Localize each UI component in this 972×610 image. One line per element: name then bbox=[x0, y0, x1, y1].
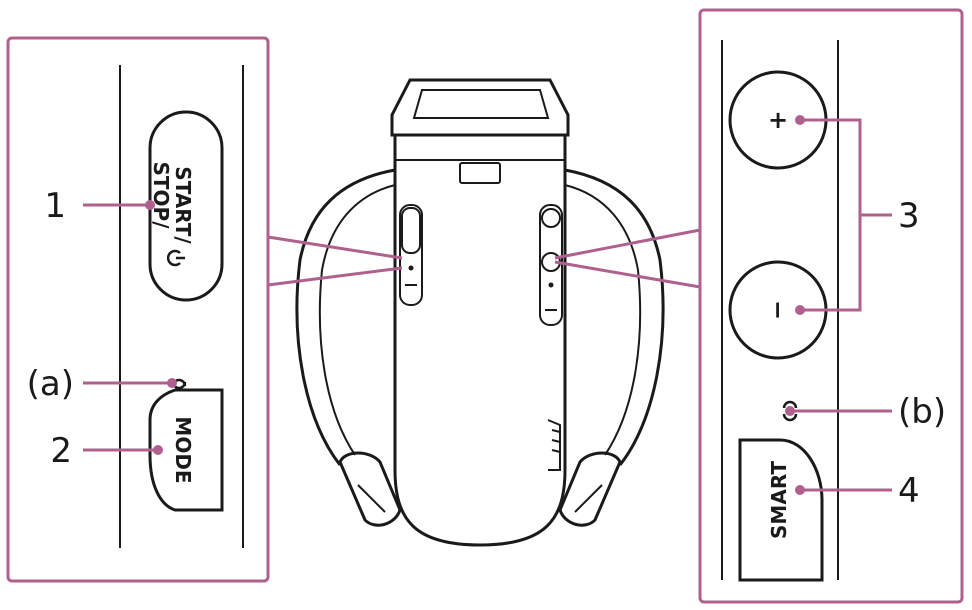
start-stop-button[interactable]: START/ STOP/ bbox=[148, 110, 224, 302]
callout-3: 3 bbox=[898, 196, 920, 236]
callout-a: (a) bbox=[27, 364, 74, 404]
mode-label: MODE bbox=[171, 416, 195, 483]
callout-2: 2 bbox=[50, 431, 72, 471]
callout-1: 1 bbox=[44, 186, 66, 226]
right-zoom-panel: + − SMART bbox=[698, 8, 964, 604]
callout-4: 4 bbox=[898, 471, 920, 511]
right-leader-lines bbox=[785, 115, 892, 495]
smart-label: SMART bbox=[767, 461, 791, 539]
smart-button[interactable]: SMART bbox=[738, 438, 824, 582]
power-icon bbox=[166, 249, 185, 267]
callout-b: (b) bbox=[898, 392, 946, 432]
start-stop-label-line2: STOP/ bbox=[149, 161, 173, 229]
minus-label: − bbox=[764, 300, 792, 320]
start-stop-label-line1: START/ bbox=[171, 166, 195, 244]
plus-label: + bbox=[768, 106, 788, 134]
left-zoom-panel: START/ STOP/ MODE bbox=[6, 36, 270, 583]
left-leader-lines bbox=[83, 200, 177, 455]
indicator-b bbox=[782, 400, 798, 422]
mode-button[interactable]: MODE bbox=[148, 388, 224, 512]
volume-minus-button[interactable]: − bbox=[728, 260, 828, 360]
device-illustration bbox=[295, 78, 665, 547]
zoom-lines bbox=[267, 228, 701, 289]
